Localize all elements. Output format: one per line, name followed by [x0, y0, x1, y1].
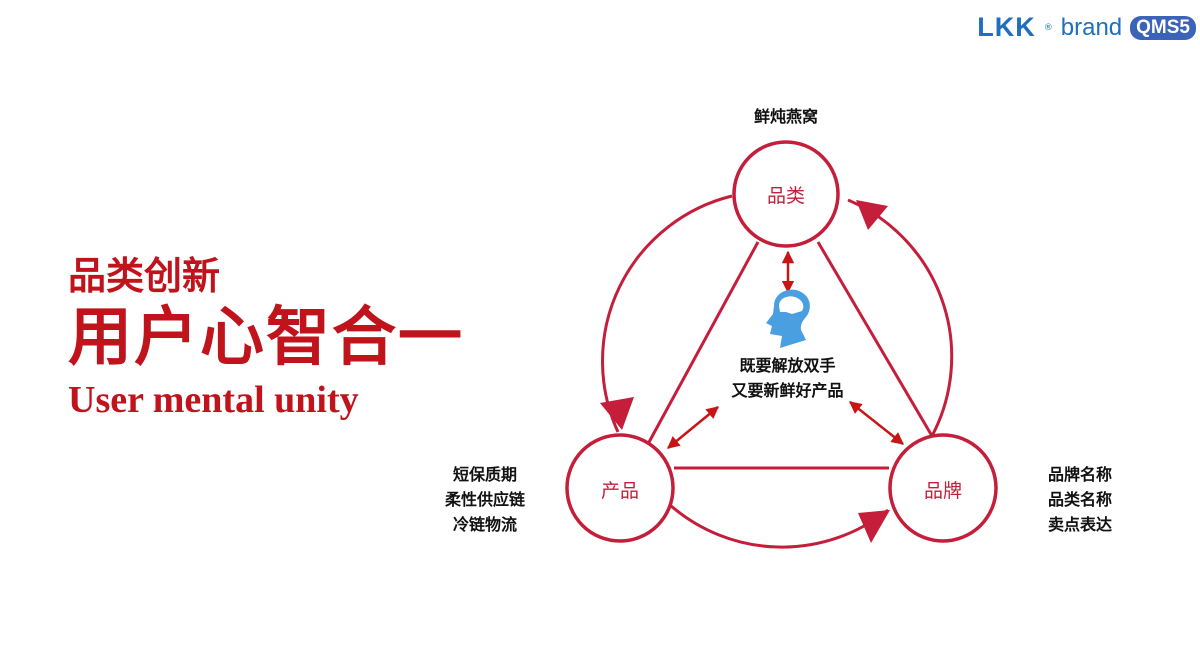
caption-product: 短保质期 柔性供应链 冷链物流: [430, 462, 540, 537]
logo-registered-mark: ®: [1043, 22, 1053, 33]
node-product-label: 产品: [600, 480, 639, 502]
arrowhead-brand: [858, 510, 890, 543]
edge-category-brand: [816, 241, 934, 437]
caption-product-line-1: 短保质期: [452, 465, 517, 484]
arc-brand-to-category: [847, 198, 954, 437]
node-product-circle: [565, 433, 675, 543]
title-english: User mental unity: [68, 379, 359, 421]
node-category-circle: [732, 140, 840, 248]
logo-lkk: LKK: [977, 12, 1036, 42]
center-text-line-1: 既要解放双手: [739, 356, 836, 375]
brain-head-icon: [766, 289, 810, 348]
caption-brand-line-2: 品类名称: [1047, 490, 1112, 509]
caption-product-line-2: 柔性供应链: [444, 490, 525, 509]
caption-brand-line-3: 卖点表达: [1047, 515, 1112, 534]
caption-brand-line-1: 品牌名称: [1047, 465, 1112, 484]
title-user-mind: 用户心智合一: [68, 301, 464, 375]
node-brand-circle: [888, 433, 998, 543]
title-block: 品类创新 用户心智合一 User mental unity: [68, 252, 464, 424]
arrowhead-product: [600, 397, 634, 430]
arc-category-to-product: [601, 194, 733, 433]
title-category-innovation: 品类创新: [68, 254, 221, 298]
double-arrow-product: [667, 406, 719, 449]
brand-logo: LKK ® brand QMS5: [977, 12, 1196, 43]
arc-product-to-brand: [669, 503, 889, 549]
center-text: 既要解放双手 又要新鲜好产品: [700, 353, 875, 403]
double-arrow-brand: [849, 401, 904, 445]
arrowhead-category: [856, 200, 888, 230]
caption-product-line-3: 冷链物流: [452, 515, 517, 534]
node-brand-label: 品牌: [923, 480, 962, 502]
logo-brand-text: brand: [1060, 13, 1123, 41]
caption-brand: 品牌名称 品类名称 卖点表达: [1030, 462, 1130, 537]
caption-category: 鲜炖燕窝: [753, 107, 818, 126]
node-category-label: 品类: [766, 185, 805, 207]
center-text-line-2: 又要新鲜好产品: [731, 381, 844, 400]
edge-category-product: [646, 241, 760, 445]
logo-qms-badge: QMS5: [1130, 15, 1196, 40]
